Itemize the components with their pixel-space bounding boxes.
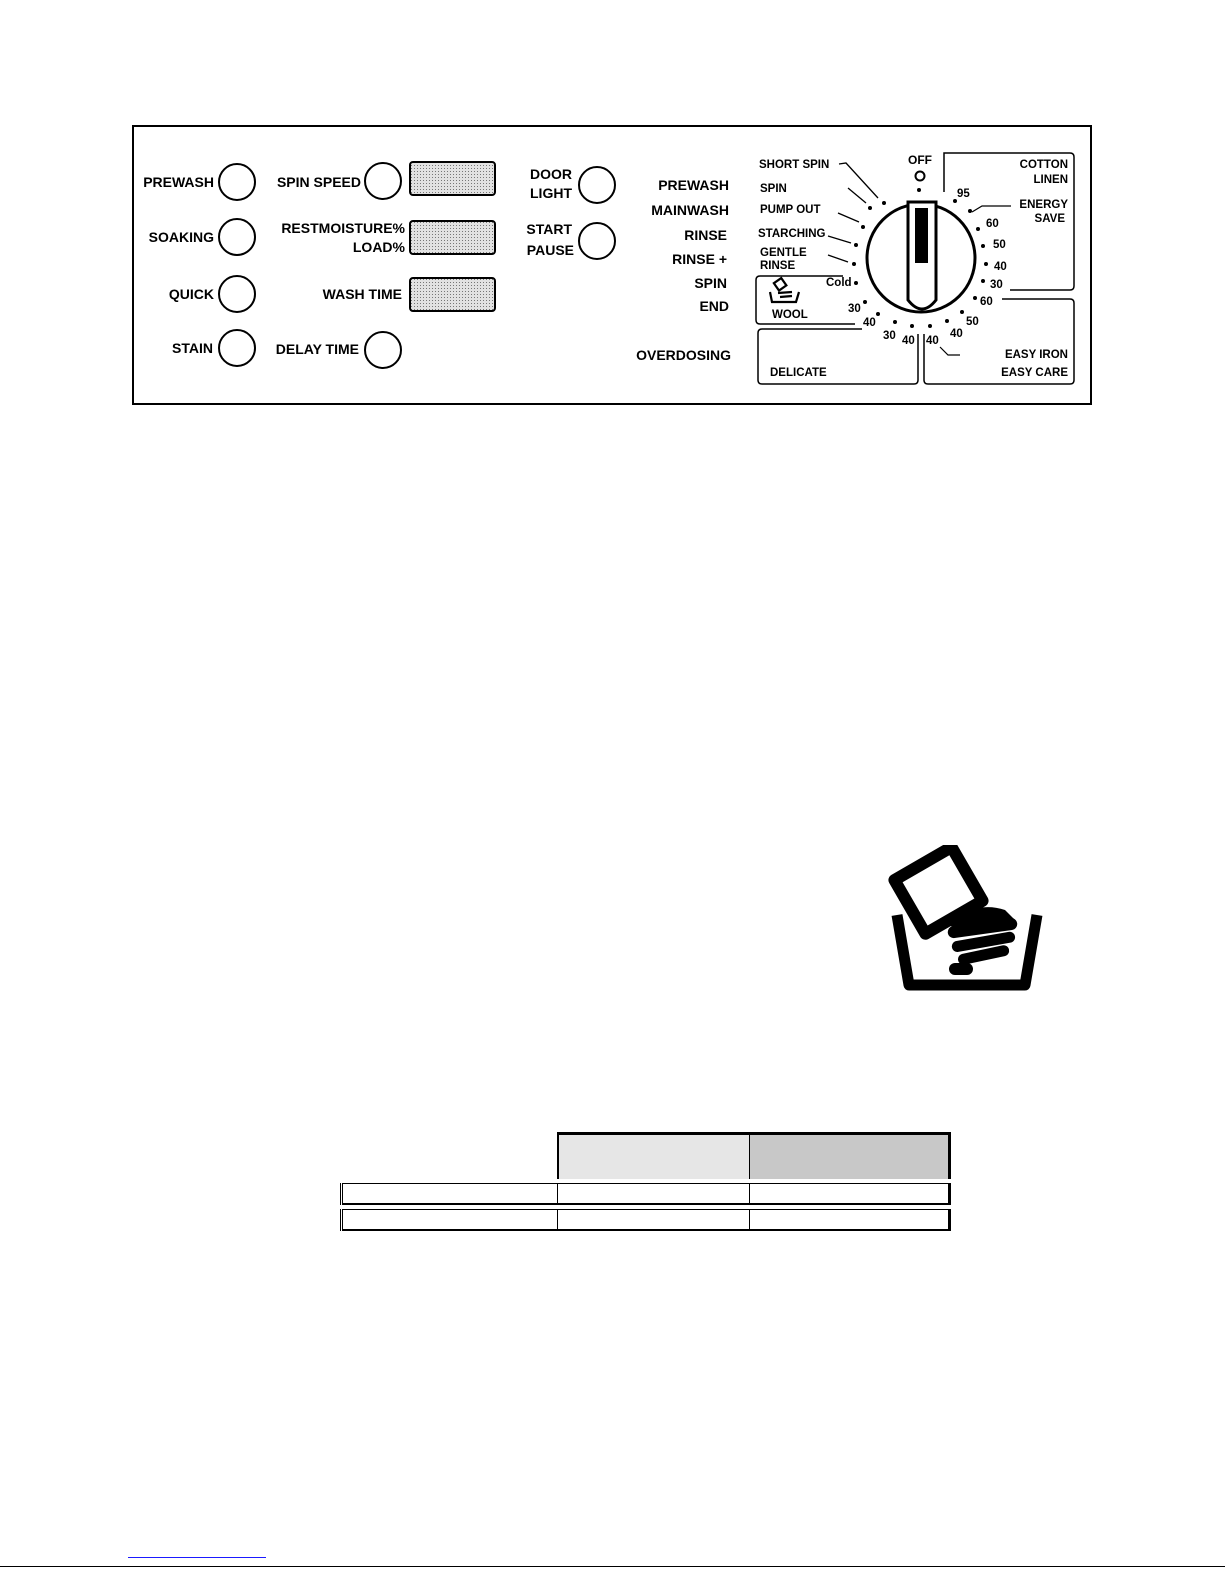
table-header-row bbox=[342, 1132, 951, 1180]
pause-label: PAUSE bbox=[527, 242, 574, 258]
restmoisture-label: RESTMOISTURE% bbox=[281, 220, 405, 236]
wool-temp-40: 40 bbox=[863, 317, 876, 329]
dial-off-label: OFF bbox=[908, 153, 932, 167]
table-cell bbox=[749, 1183, 951, 1205]
cotton-temp-60: 60 bbox=[986, 218, 999, 230]
status-spin: SPIN bbox=[694, 275, 727, 291]
dial-starching: STARCHING bbox=[758, 228, 826, 240]
quick-button[interactable] bbox=[218, 275, 256, 313]
cotton-temp-50: 50 bbox=[993, 239, 1006, 251]
table-header-cell-1 bbox=[556, 1132, 750, 1179]
stain-button[interactable] bbox=[218, 329, 256, 367]
dial-pump-out: PUMP OUT bbox=[760, 204, 821, 216]
footer-link-underline[interactable] bbox=[128, 1557, 266, 1559]
wash-time-label: WASH TIME bbox=[323, 286, 402, 302]
easy-temp-50: 50 bbox=[966, 316, 979, 328]
table-header-blank bbox=[342, 1134, 558, 1180]
cotton-temp-30: 30 bbox=[990, 279, 1003, 291]
table-cell bbox=[557, 1209, 750, 1231]
delay-time-button[interactable] bbox=[364, 331, 402, 369]
delicate-temp-40: 40 bbox=[902, 335, 915, 347]
status-rinse: RINSE bbox=[684, 227, 727, 243]
delay-time-label: DELAY TIME bbox=[276, 341, 359, 357]
start-pause-button[interactable] bbox=[578, 222, 616, 260]
cotton-linen-bracket bbox=[943, 152, 1075, 291]
program-dial[interactable] bbox=[865, 200, 977, 314]
wool-temp-cold: Cold bbox=[826, 277, 852, 289]
delicate-bracket bbox=[757, 328, 919, 385]
spin-speed-display bbox=[409, 161, 496, 196]
door-light-button[interactable] bbox=[578, 166, 616, 204]
table-row bbox=[340, 1209, 951, 1231]
status-prewash: PREWASH bbox=[658, 177, 729, 193]
easy-temp-40-b: 40 bbox=[926, 335, 939, 347]
cotton-temp-40: 40 bbox=[994, 261, 1007, 273]
page-bottom-rule bbox=[0, 1566, 1225, 1567]
wash-time-display bbox=[409, 277, 496, 312]
soaking-button[interactable] bbox=[218, 218, 256, 256]
dial-leader-lines bbox=[827, 162, 879, 263]
prewash-button[interactable] bbox=[218, 163, 256, 201]
wool-bracket bbox=[755, 275, 855, 325]
stain-label: STAIN bbox=[172, 340, 213, 356]
quick-label: QUICK bbox=[169, 286, 214, 302]
wool-temp-30: 30 bbox=[848, 303, 861, 315]
dial-marker-dots bbox=[852, 188, 988, 328]
spin-speed-button[interactable] bbox=[364, 162, 402, 200]
spin-speed-label: SPIN SPEED bbox=[277, 174, 361, 190]
dial-linen: LINEN bbox=[1034, 174, 1069, 186]
energy-save-leader bbox=[971, 205, 1011, 213]
door-label: DOOR bbox=[530, 166, 572, 182]
dial-short-spin: SHORT SPIN bbox=[759, 159, 829, 171]
dial-easy-care: EASY CARE bbox=[1001, 367, 1068, 379]
dial-rinse: RINSE bbox=[760, 260, 795, 272]
table-header-cell-2 bbox=[749, 1132, 951, 1179]
easy-temp-60: 60 bbox=[980, 296, 993, 308]
dial-cotton: COTTON bbox=[1020, 159, 1068, 171]
status-rinse-plus: RINSE + bbox=[672, 251, 727, 267]
dial-delicate: DELICATE bbox=[770, 367, 827, 379]
easy-iron-leader bbox=[939, 346, 960, 356]
easy-temp-40-a: 40 bbox=[950, 328, 963, 340]
start-label: START bbox=[526, 221, 572, 237]
cotton-temp-95: 95 bbox=[957, 188, 970, 200]
status-overdosing: OVERDOSING bbox=[636, 347, 731, 363]
dial-gentle: GENTLE bbox=[760, 247, 807, 259]
load-label: LOAD% bbox=[353, 239, 406, 255]
table-cell bbox=[340, 1209, 558, 1231]
dial-easy-iron: EASY IRON bbox=[1005, 349, 1068, 361]
prewash-label: PREWASH bbox=[143, 174, 214, 190]
soaking-label: SOAKING bbox=[149, 229, 214, 245]
dial-spin: SPIN bbox=[760, 183, 787, 195]
status-end: END bbox=[699, 298, 729, 314]
dial-wool: WOOL bbox=[772, 309, 808, 321]
off-indicator-icon bbox=[914, 170, 926, 182]
dial-save: SAVE bbox=[1035, 213, 1066, 225]
table-cell bbox=[749, 1209, 951, 1231]
dial-energy: ENERGY bbox=[1019, 199, 1068, 211]
table-row bbox=[340, 1183, 951, 1205]
delicate-temp-30: 30 bbox=[883, 330, 896, 342]
wool-handwash-icon bbox=[768, 276, 801, 304]
results-table bbox=[340, 1132, 951, 1231]
restmoisture-display bbox=[409, 220, 496, 255]
status-mainwash: MAINWASH bbox=[651, 202, 729, 218]
easy-care-bracket bbox=[923, 298, 1075, 385]
handwash-icon bbox=[888, 845, 1043, 991]
light-label: LIGHT bbox=[530, 185, 572, 201]
table-cell bbox=[340, 1183, 558, 1205]
table-cell bbox=[557, 1183, 750, 1205]
